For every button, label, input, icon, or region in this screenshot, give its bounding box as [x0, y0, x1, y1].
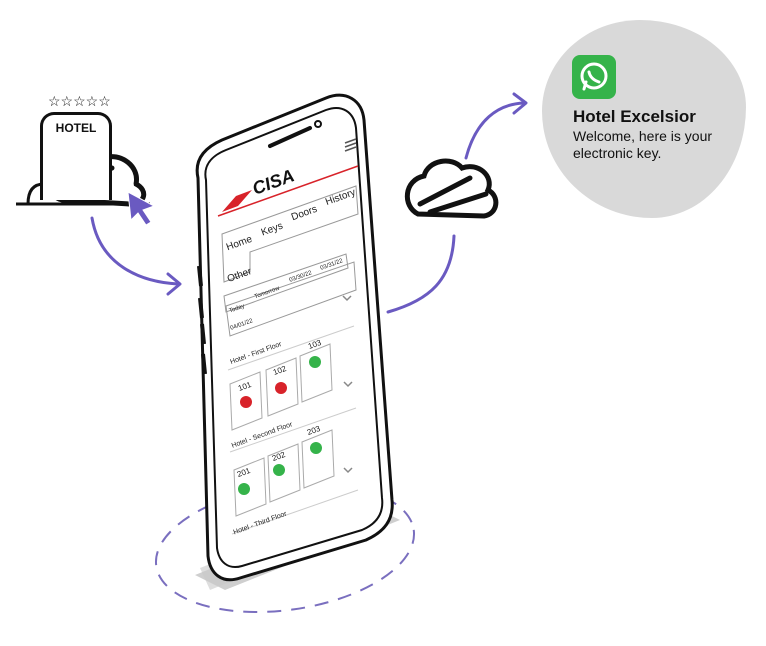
chevron-down-icon-floor1[interactable]	[343, 381, 353, 388]
message-body: Welcome, here is your electronic key.	[573, 128, 713, 161]
click-burst	[117, 179, 134, 194]
chevron-down-icon[interactable]	[342, 295, 352, 302]
message-bubble	[542, 20, 746, 218]
room-101-status-icon[interactable]	[240, 396, 252, 408]
cursor-icon	[127, 191, 156, 226]
floor-2-cards	[233, 429, 335, 517]
floor-separator-2	[229, 407, 357, 453]
phone-speaker-notch	[268, 126, 312, 148]
room-103-status-icon[interactable]	[309, 356, 321, 368]
room-202-status-icon[interactable]	[273, 464, 285, 476]
floor-1-cards	[229, 343, 333, 431]
arrow-right-upper	[464, 101, 526, 160]
tabs-outline	[221, 185, 359, 283]
hotel-sign	[40, 112, 112, 200]
phone-bezel	[204, 107, 384, 568]
arrow-left-curve	[90, 216, 180, 286]
whatsapp-icon	[572, 55, 616, 99]
phone-camera	[314, 120, 322, 128]
arrow-right-lower	[386, 234, 456, 314]
date-selector-box	[225, 261, 357, 337]
floor-separator-3	[231, 489, 359, 535]
app-header-line	[217, 165, 359, 217]
phone-side-button-4	[201, 353, 207, 375]
hamburger-menu-icon[interactable]	[344, 138, 357, 152]
cisa-logo-mark	[222, 190, 252, 212]
room-203-status-icon[interactable]	[310, 442, 322, 454]
date-row-box	[223, 253, 349, 313]
arrow-left-head	[166, 272, 182, 296]
room-201-status-icon[interactable]	[238, 483, 250, 495]
cloud-icon-right	[404, 158, 499, 219]
chevron-down-icon-floor2[interactable]	[343, 467, 353, 474]
phone-side-button-2	[198, 297, 204, 319]
phone-side-button-1	[197, 265, 203, 287]
message-title: Hotel Excelsior	[573, 107, 696, 126]
hotel-sign-label: HOTEL	[55, 121, 97, 135]
room-102-status-icon[interactable]	[275, 382, 287, 394]
arrow-right-head	[512, 92, 528, 115]
floor-separator-1	[227, 325, 355, 371]
phone-side-button-3	[200, 323, 206, 345]
hotel-rating-stars: ☆☆☆☆☆	[48, 93, 111, 109]
